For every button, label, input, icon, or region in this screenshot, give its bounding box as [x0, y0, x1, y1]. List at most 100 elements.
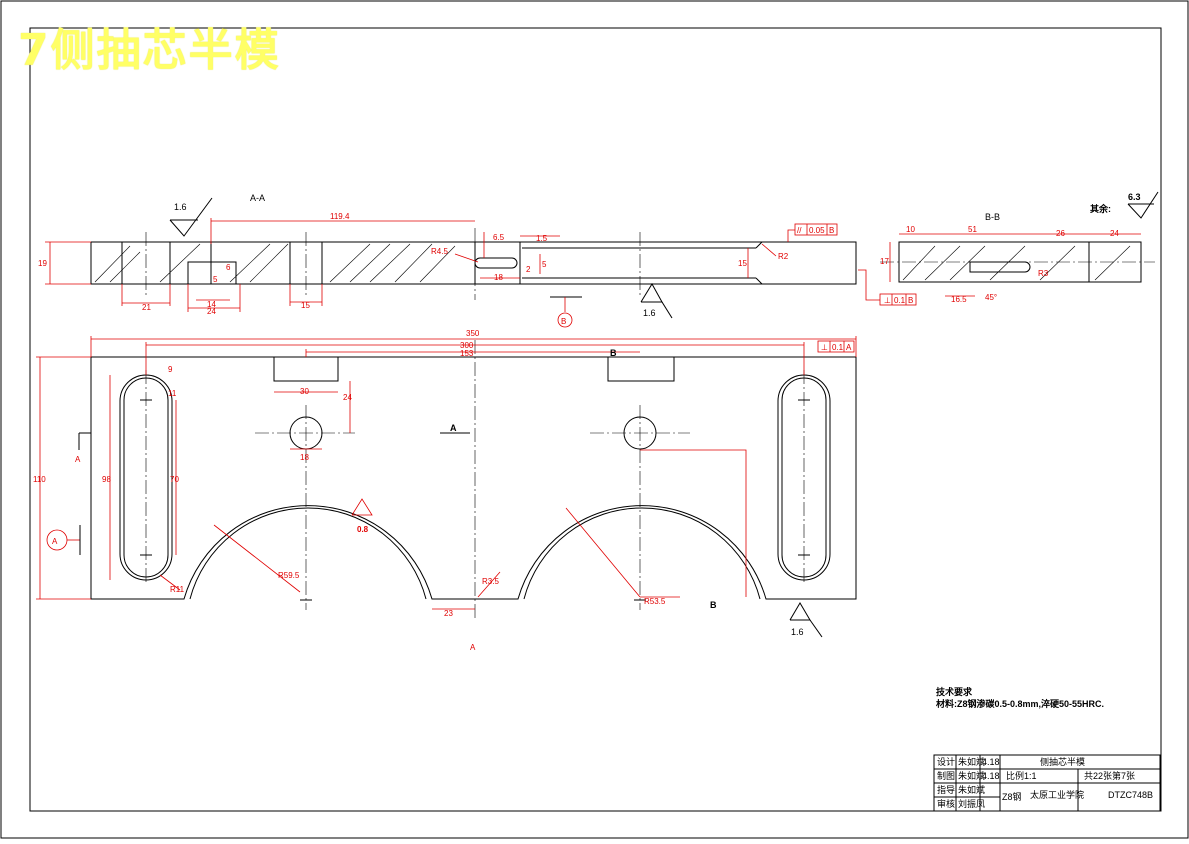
dim-bb-angle: 45° — [985, 293, 997, 302]
datum-b-marker: B — [550, 296, 582, 328]
section-marker-b-top: B — [610, 348, 617, 358]
tb-scale: 比例1:1 — [1006, 770, 1037, 781]
section-marker-a-left: A — [75, 455, 81, 464]
dim-r2: R2 — [778, 252, 789, 261]
dim-18: 18 — [300, 453, 309, 462]
tb-design-label: 设计 — [937, 756, 955, 767]
dim-bb-26: 26 — [1056, 229, 1065, 238]
dim-h19: 19 — [38, 259, 47, 268]
dim-15: 15 — [738, 259, 747, 268]
roughness-value-2: 1.6 — [643, 308, 656, 318]
tb-sheet: 共22张第7张 — [1084, 770, 1135, 781]
dim-23: 23 — [444, 609, 453, 618]
dim-110: 110 — [33, 475, 46, 484]
roughness-value-4: 0.8 — [357, 525, 369, 534]
dim-r11: R11 — [170, 585, 185, 594]
dim-1-5: 1.5 — [536, 234, 548, 243]
section-aa-view: A-A — [38, 193, 857, 328]
svg-text:⊥: ⊥ — [821, 343, 828, 352]
dim-5b: 5 — [213, 275, 218, 284]
remaining-roughness-label: 其余: — [1090, 203, 1111, 214]
dim-21: 21 — [142, 303, 151, 312]
perp-tolerance-frame-2: ⊥ 0.1 A — [817, 340, 855, 353]
tb-material: Z8钢 — [1002, 791, 1022, 802]
section-bb-label: B-B — [985, 212, 1000, 222]
dim-98: 98 — [102, 475, 111, 484]
dim-24: 24 — [343, 393, 352, 402]
tb-draw-label: 制图 — [937, 770, 955, 781]
tech-req-line: 材料:Z8钢渗碳0.5-0.8mm,淬硬50-55HRC. — [935, 698, 1104, 709]
perp1-value: 0.1 — [894, 296, 906, 305]
tb-draw-date: 4.18 — [982, 771, 1000, 781]
section-aa-label: A-A — [250, 193, 265, 203]
dim-300: 300 — [460, 341, 474, 350]
parallel-tolerance-frame: // 0.05 B — [787, 223, 838, 242]
tb-drafter: 朱如斌 — [958, 770, 985, 781]
section-marker-a-top: A — [450, 423, 457, 433]
perp2-datum: A — [846, 343, 852, 352]
parallel-datum: B — [829, 226, 834, 235]
remaining-roughness-value: 6.3 — [1128, 192, 1141, 202]
tb-designer: 朱如斌 — [958, 756, 985, 767]
tb-guide-label: 指导 — [937, 784, 955, 795]
dim-18: 18 — [494, 273, 503, 282]
technical-requirements: 技术要求 材料:Z8钢渗碳0.5-0.8mm,淬硬50-55HRC. — [935, 686, 1104, 709]
tb-reviewer: 刘振凤 — [958, 798, 985, 809]
dim-9: 9 — [168, 365, 173, 374]
inner-border — [29, 27, 1162, 812]
parallel-symbol: // — [797, 226, 802, 235]
dim-30: 30 — [300, 387, 309, 396]
dim-r4-5: R4.5 — [431, 247, 448, 256]
dim-2: 2 — [526, 265, 531, 274]
dim-r3-5: R3.5 — [482, 577, 499, 586]
roughness-symbol-2: 1.6 — [640, 283, 673, 319]
perp1-datum: B — [908, 296, 913, 305]
section-markers: A A A B B — [75, 348, 717, 652]
dim-bb-16-5: 16.5 — [951, 295, 967, 304]
section-marker-a-bottom: A — [470, 643, 476, 652]
svg-text:⊥: ⊥ — [884, 296, 891, 305]
dim-14: 14 — [207, 300, 216, 309]
roughness-value-1: 1.6 — [174, 202, 187, 212]
tb-drawing-no: DTZC748B — [1108, 790, 1153, 800]
dim-r53-5: R53.5 — [644, 597, 666, 606]
parallel-value: 0.05 — [809, 226, 825, 235]
dim-bb-17: 17 — [880, 257, 889, 266]
perp-tolerance-frame-1: ⊥ 0.1 B — [858, 269, 917, 306]
dim-350: 350 — [466, 329, 480, 338]
datum-a-label: A — [52, 537, 58, 546]
datum-a-marker: A — [46, 525, 81, 555]
section-aa-dimensions: 119.4 19 21 24 14 15 5 6 6.5 1.5 — [38, 212, 789, 316]
dim-24: 24 — [207, 307, 216, 316]
roughness-symbol-4: 0.8 — [351, 498, 373, 534]
tb-design-date: 4.18 — [982, 757, 1000, 767]
dim-6: 6 — [226, 263, 231, 272]
dim-6-5: 6.5 — [493, 233, 505, 242]
tb-school: 太原工业学院 — [1030, 789, 1084, 800]
dim-11: 11 — [168, 389, 177, 398]
main-plan-view: 350 300 153 110 98 70 9 11 30 24 18 — [33, 329, 857, 652]
main-dimensions: 350 300 153 110 98 70 9 11 30 24 18 — [33, 329, 857, 618]
section-bb-hatch — [902, 245, 1131, 281]
tb-review-label: 审核 — [937, 798, 955, 809]
tech-req-title: 技术要求 — [936, 686, 973, 697]
dim-5: 5 — [542, 260, 547, 269]
section-marker-b-bottom: B — [710, 600, 717, 610]
dim-r59-5: R59.5 — [278, 571, 300, 580]
dim-153: 153 — [460, 349, 474, 358]
roughness-symbol-3: 1.6 — [789, 602, 823, 638]
dim-70: 70 — [170, 475, 179, 484]
dim-bb-51: 51 — [968, 225, 977, 234]
tb-guide: 朱如斌 — [958, 784, 985, 795]
roughness-value-3: 1.6 — [791, 627, 804, 637]
dim-bb-r3: R3 — [1038, 269, 1049, 278]
dim-15b: 15 — [301, 301, 310, 310]
title-block: 设计 朱如斌 4.18 侧抽芯半模 制图 朱如斌 4.18 比例1:1 共22张… — [933, 754, 1161, 812]
tb-part-name: 侧抽芯半模 — [1040, 756, 1085, 767]
dim-bb-10: 10 — [906, 225, 915, 234]
roughness-symbol-1: 1.6 — [169, 197, 213, 237]
section-aa-hatch — [94, 243, 456, 283]
